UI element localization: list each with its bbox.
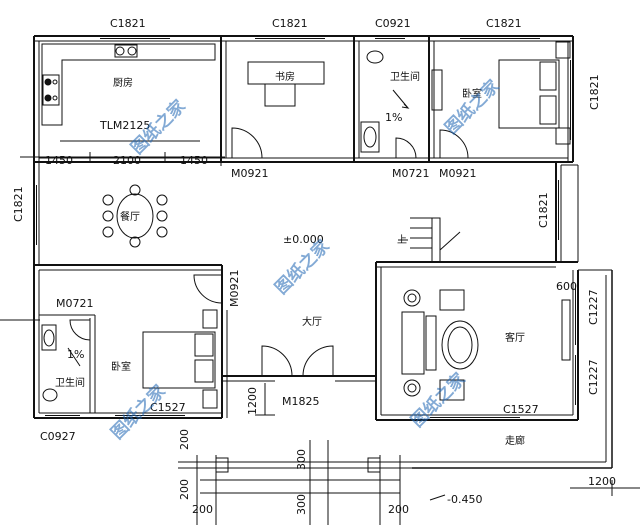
room-dining: 餐厅	[120, 210, 140, 223]
room-kitchen: 厨房	[113, 76, 133, 89]
code-door-bedroom-top: M0921	[439, 167, 477, 180]
code-window-bath: C0921	[375, 17, 411, 30]
opening-codes: C1821 C1821 C0921 C1821 C1821 C1821 C182…	[12, 17, 601, 443]
watermark-2: 图纸之家	[441, 76, 504, 139]
code-door-study: M0921	[231, 167, 269, 180]
dim-1200-right: 1200	[588, 475, 616, 488]
code-door-bath-top: M0721	[392, 167, 430, 180]
dimensions: 1450 2100 1450 1200 1200 600 200 200 200…	[45, 154, 616, 516]
door-swings	[69, 127, 469, 377]
code-window-living: C1527	[503, 403, 539, 416]
code-window-kitchen: C1821	[110, 17, 146, 30]
dim-200-c: 200	[192, 503, 213, 516]
dim-600: 600	[556, 280, 577, 293]
code-sliding-door: TLM2125	[99, 119, 150, 132]
code-window-bedroom-left: C1527	[150, 401, 186, 414]
room-bedroom-left: 卧室	[111, 360, 131, 373]
dim-200-d: 200	[388, 503, 409, 516]
code-window-left-mid: C1821	[12, 186, 25, 222]
dim-200-b: 200	[178, 479, 191, 500]
dim-dining-left: 1450	[45, 154, 73, 167]
room-bath-top: 卫生间	[390, 70, 420, 83]
room-living: 客厅	[505, 331, 525, 344]
room-study: 书房	[275, 70, 295, 83]
code-window-right-a: C1227	[587, 289, 600, 325]
dim-200-a: 200	[178, 429, 191, 450]
slope-bath-top: 1%	[385, 111, 402, 124]
dim-1200-left: 1200	[246, 387, 259, 415]
room-hall: 大厅	[302, 315, 322, 328]
code-door-bath-left: M0721	[56, 297, 94, 310]
code-window-study: C1821	[272, 17, 308, 30]
code-window-right-b: C1227	[587, 359, 600, 395]
annotations: 1% 1% ±0.000 -0.450 上	[67, 111, 482, 506]
slope-bath-left: 1%	[67, 348, 84, 361]
code-door-bedroom-left: M0921	[228, 270, 241, 308]
dim-300-b: 300	[295, 494, 308, 515]
dim-dining-mid: 2100	[113, 154, 141, 167]
room-bedroom-top: 卧室	[462, 87, 482, 100]
code-window-bath-left: C0927	[40, 430, 76, 443]
code-window-right-top: C1821	[588, 74, 601, 110]
room-corridor: 走廊	[505, 434, 525, 447]
room-names: 厨房 书房 卫生间 卧室 餐厅 客厅 大厅 卧室 卫生间 走廊	[55, 70, 525, 447]
code-door-main: M1825	[282, 395, 320, 408]
window-marks	[36, 38, 576, 418]
room-bath-left: 卫生间	[55, 376, 85, 389]
dim-dining-right: 1450	[180, 154, 208, 167]
dimension-lines	[0, 148, 640, 525]
code-window-right-mid: C1821	[537, 192, 550, 228]
elevation-zero: ±0.000	[283, 233, 324, 246]
dim-300-a: 300	[295, 449, 308, 470]
furniture	[41, 41, 571, 473]
code-window-bedroom-top: C1821	[486, 17, 522, 30]
stair-up-label: 上	[397, 234, 407, 246]
elevation-low: -0.450	[447, 493, 482, 506]
